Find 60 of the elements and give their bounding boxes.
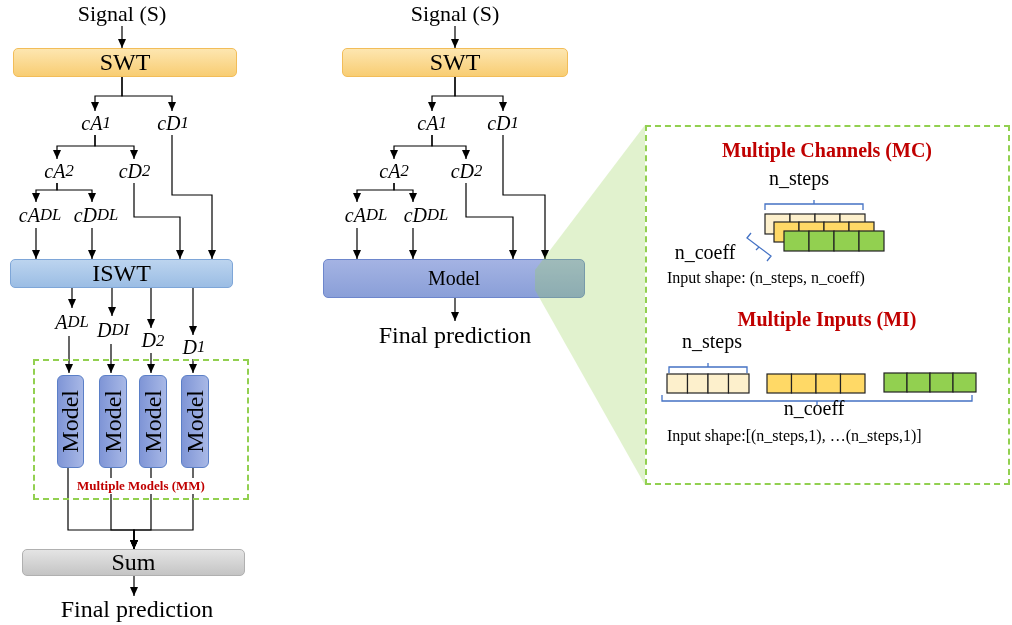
arrow [353,227,361,260]
box-label: Model [427,267,481,290]
model-box [99,375,127,468]
arrow [133,182,184,260]
section-heading: Multiple Inputs (MI) [736,308,918,333]
box-label: SWT [99,49,151,76]
arrow [465,182,517,260]
arrow [147,352,155,374]
dimension-label: n_coeff [782,397,846,421]
arrow [451,297,459,322]
arrow [454,76,507,112]
group-frame [33,359,249,500]
detail-panel [645,125,1010,485]
text-label: Final prediction [47,596,227,623]
zoom-wedge [535,125,645,485]
process-box [342,48,568,77]
box-label: SWT [429,49,481,76]
arrow [107,343,115,374]
shape-note: Input shape: (n_steps, n_coeff) [667,269,866,289]
arrow [189,287,197,336]
arrow [502,134,549,260]
text-label: Signal (S) [62,2,182,26]
model-box [181,375,209,468]
arrow [393,182,417,203]
arrow [65,335,73,374]
text-label: Final prediction [365,321,545,350]
process-box [323,259,585,298]
arrow [118,25,126,49]
dimension-label: n_steps [681,330,742,355]
arrow [56,182,96,203]
box-label: Model [99,390,127,453]
box-label: ISWT [92,260,151,287]
model-box [139,375,167,468]
arrow [32,227,40,260]
arrow [431,134,470,160]
arrow [88,227,96,260]
arrow [130,575,138,597]
process-box [22,549,245,576]
section-heading: Multiple Channels (MC) [721,139,933,164]
shape-note: Input shape:[(n_steps,1), …(n_steps,1)] [667,427,923,447]
dimension-label: n_steps [768,167,830,192]
box-label: Model [181,390,209,453]
arrow [121,76,176,112]
arrow [171,134,216,260]
arrow [147,287,155,329]
arrow [451,25,459,49]
box-label: Model [139,390,167,453]
arrow [68,287,76,309]
dimension-label: n_coeff [673,241,737,265]
model-box [57,375,84,468]
box-label: Sum [111,549,156,576]
text-label: Signal (S) [395,2,515,26]
arrow [94,134,138,160]
box-label: Model [57,390,84,453]
group-title: Multiple Models (MM) [75,478,207,494]
arrow [189,358,197,374]
arrow [409,227,417,260]
process-box [10,259,233,288]
arrow [108,287,116,317]
process-box [13,48,237,77]
